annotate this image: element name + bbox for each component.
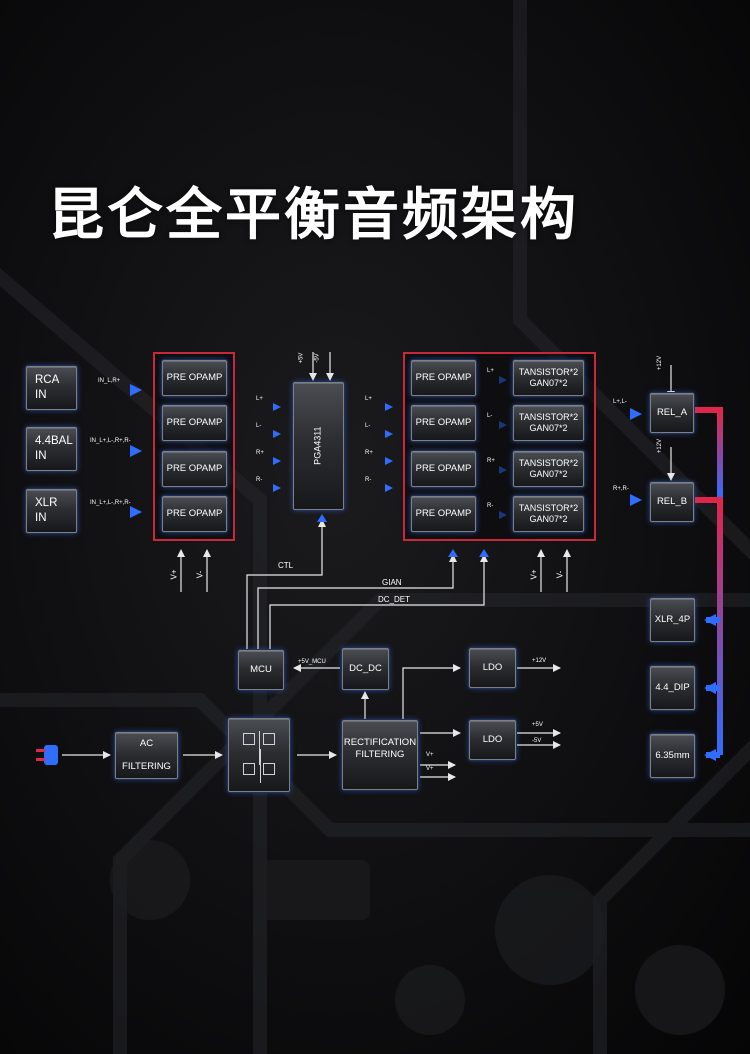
pre-opamp-right-2: PRE OPAMP xyxy=(411,405,476,441)
pga-out-l-plus: L+ xyxy=(365,396,372,402)
transformer xyxy=(228,718,290,792)
opamp-to-transistor-l-minus: L- xyxy=(487,413,493,419)
relay-b-supply: +12V xyxy=(657,438,664,454)
control-label-dc-det: DC_DET xyxy=(378,595,411,604)
rail-label-left-vplus: V+ xyxy=(169,569,179,580)
rail-label-left-vminus: V- xyxy=(195,570,205,579)
relay-a-supply: +12V xyxy=(657,355,664,371)
dc-dc-converter: DC_DC xyxy=(342,648,389,690)
signal-label-4-4bal: IN_L+,L-,R+,R- xyxy=(90,438,131,444)
pga-in-l-plus: L+ xyxy=(256,396,263,402)
signal-label-rca: IN_L,R+ xyxy=(98,378,121,384)
pga-in-l-minus: L- xyxy=(256,423,262,429)
pre-opamp-left-3: PRE OPAMP xyxy=(162,451,227,487)
mcu-supply-label: +5V_MCU xyxy=(298,659,326,665)
relay-a-signal: L+,L- xyxy=(613,399,627,405)
control-label-ctl: CTL xyxy=(278,561,294,570)
output-4-4-dip: 4.4_DIP xyxy=(650,666,695,710)
transformer-icon xyxy=(229,719,289,791)
ldo-bottom-out-minus5v: -5V xyxy=(532,738,542,744)
ldo-bottom-out-plus5v: +5V xyxy=(532,722,543,728)
ldo-bottom: LDO xyxy=(469,720,516,760)
pre-opamp-right-1: PRE OPAMP xyxy=(411,360,476,396)
output-xlr-4p: XLR_4P xyxy=(650,598,695,642)
rail-label-right-vplus: V+ xyxy=(529,569,539,580)
signal-label-xlr: IN_L+,L-,R+,R- xyxy=(90,500,131,506)
ldo-top-output: +12V xyxy=(532,658,547,664)
relay-a: REL_A xyxy=(650,393,694,433)
pga-out-l-minus: L- xyxy=(365,423,371,429)
power-plug-icon xyxy=(36,745,58,765)
rail-label-right-vminus: V- xyxy=(555,570,565,579)
relay-b: REL_B xyxy=(650,482,694,522)
pre-opamp-left-1: PRE OPAMP xyxy=(162,360,227,396)
pga-in-r-minus: R- xyxy=(256,477,263,483)
pga-rail-minus5v: -5V xyxy=(314,353,321,363)
pga-in-r-plus: R+ xyxy=(256,450,264,456)
pre-opamp-right-3: PRE OPAMP xyxy=(411,451,476,487)
opamp-to-transistor-r-plus: R+ xyxy=(487,458,495,464)
pre-opamp-left-2: PRE OPAMP xyxy=(162,405,227,441)
pre-opamp-left-4: PRE OPAMP xyxy=(162,496,227,532)
opamp-to-transistor-l-plus: L+ xyxy=(487,368,494,374)
relay-b-signal: R+,R- xyxy=(613,486,629,492)
rectifier-out-2: V+ xyxy=(426,766,434,772)
rectifier-out-1: V+ xyxy=(426,752,434,758)
page-title: 昆仑全平衡音频架构 xyxy=(48,183,579,248)
output-6-35mm: 6.35mm xyxy=(650,734,695,778)
opamp-to-transistor-r-minus: R- xyxy=(487,503,494,509)
pga-out-r-minus: R- xyxy=(365,477,372,483)
control-label-gian: GIAN xyxy=(382,578,402,587)
pre-opamp-right-4: PRE OPAMP xyxy=(411,496,476,532)
ldo-top: LDO xyxy=(469,648,516,688)
mcu: MCU xyxy=(238,650,284,690)
pga-out-r-plus: R+ xyxy=(365,450,373,456)
pga-rail-plus5v: +5V xyxy=(298,352,305,364)
volume-chip-pga4311: PGA4311 xyxy=(293,382,344,510)
